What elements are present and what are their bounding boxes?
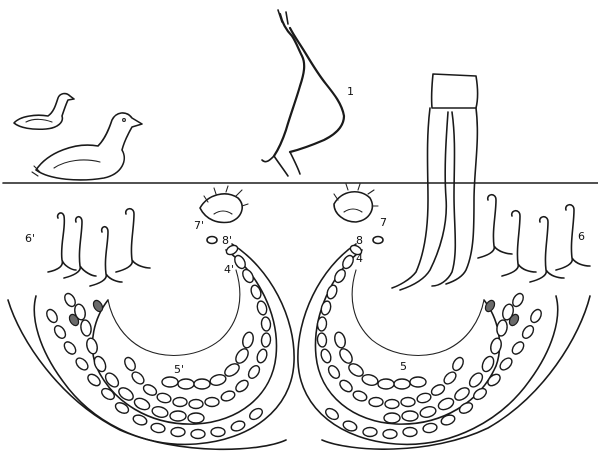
large-duck-drawing	[32, 113, 142, 180]
label-miracidium-right: 7	[380, 216, 387, 229]
label-egg-left: 8'	[222, 234, 232, 247]
worms-left-drawing	[48, 209, 150, 286]
miracidium-left-drawing	[200, 186, 248, 222]
cercaria-drawing	[262, 10, 344, 176]
egg-right-drawing	[373, 237, 383, 244]
label-snail-left: 5'	[174, 363, 184, 376]
small-duck-drawing	[14, 94, 74, 130]
label-snail-right: 5	[400, 360, 407, 373]
label-egg-right: 8	[356, 234, 363, 247]
label-sporocyst-right: 4	[356, 252, 363, 265]
egg-left-drawing	[207, 237, 217, 244]
worms-right-drawing	[478, 195, 590, 282]
miracidium-right-drawing	[334, 184, 378, 222]
label-worms-right: 6	[578, 230, 585, 243]
sporocyst-right-drawing	[317, 244, 543, 439]
label-miracidium-left: 7'	[194, 219, 204, 232]
label-sporocyst-left: 4'	[224, 263, 234, 276]
human-legs-drawing	[392, 74, 478, 290]
label-cercaria: 1	[347, 85, 354, 98]
label-worms-left: 6'	[25, 232, 35, 245]
